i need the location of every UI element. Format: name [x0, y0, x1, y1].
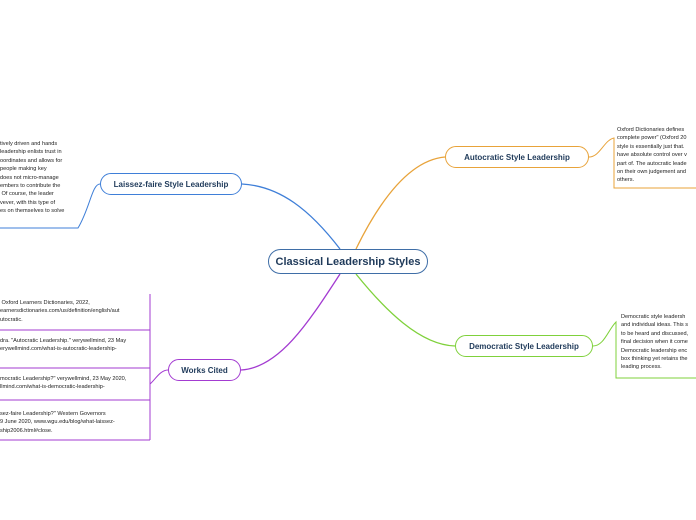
- connector-laissez: [241, 183, 341, 250]
- works-cited-node[interactable]: Works Cited: [168, 359, 241, 381]
- central-topic[interactable]: Classical Leadership Styles: [268, 249, 428, 274]
- connector-works: [240, 273, 341, 371]
- laissez-faire-style-node[interactable]: Laissez-faire Style Leadership: [100, 173, 242, 195]
- connector-laissez-note: [0, 183, 101, 229]
- connector-works-citations: [0, 294, 169, 441]
- autocratic-style-node[interactable]: Autocratic Style Leadership: [445, 146, 589, 168]
- citation-autocratic: dra. "Autocratic Leadership." verywellmi…: [0, 338, 127, 353]
- autocratic-note: Oxford Dictionaries defines complete pow…: [617, 127, 687, 184]
- citation-laissez-faire: sez-faire Leadership?" Western Governors…: [0, 411, 115, 434]
- connector-democratic-note: [592, 320, 696, 379]
- democratic-note: Democratic style leadersh and individual…: [621, 314, 689, 371]
- citation-oxford: Oxford Learners Dictionaries, 2022, earn…: [0, 300, 120, 323]
- connector-democratic: [355, 273, 456, 347]
- democratic-style-node[interactable]: Democratic Style Leadership: [455, 335, 593, 357]
- connector-autocratic: [355, 156, 446, 250]
- laissez-faire-note: tively driven and hands leadership enlis…: [0, 141, 65, 215]
- connector-autocratic-note: [588, 137, 696, 189]
- citation-democratic: mocratic Leadership?" verywellmind, 23 M…: [0, 376, 127, 391]
